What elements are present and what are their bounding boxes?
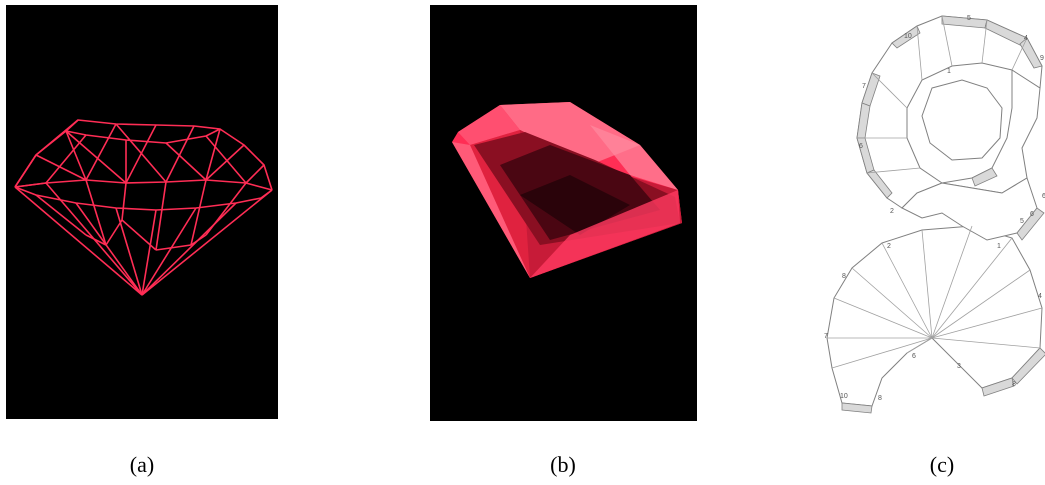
net-edge-label: 6 (912, 353, 916, 360)
net-edge-label: 7 (824, 333, 828, 340)
wireframe-gem-panel (6, 5, 278, 419)
net-edge-label: 10 (840, 393, 848, 400)
net-edge-label: 8 (1012, 381, 1016, 388)
wireframe-gem (14, 119, 273, 296)
caption-b: (b) (550, 452, 576, 477)
net-edge-label: 2 (890, 208, 894, 215)
net-edge-label: 1 (947, 68, 951, 75)
rendered-gem (452, 102, 682, 278)
net-edge-label: 2 (887, 243, 891, 250)
net-edge-label: 8 (878, 395, 882, 402)
net-edge-label: 10 (904, 33, 912, 40)
rendered-gem-panel (430, 5, 697, 421)
net-edge-label: 4 (1038, 293, 1042, 300)
net-edge-label: 3 (957, 363, 961, 370)
net-edge-label: 5 (967, 15, 971, 22)
net-edge-label: 6 (1030, 211, 1034, 218)
net-edge-label: 7 (862, 83, 866, 90)
caption-c: (c) (929, 452, 955, 477)
net-edge-label: 1 (997, 243, 1001, 250)
net-edge-label: 9 (1040, 55, 1044, 62)
net-edge-label: 6 (1042, 193, 1045, 200)
net-edge-label: 6 (859, 143, 863, 150)
net-edge-label: 4 (1024, 35, 1028, 42)
net-edge-label: 8 (842, 273, 846, 280)
net-edge-label: 5 (1020, 218, 1024, 225)
caption-a: (a) (129, 452, 155, 477)
